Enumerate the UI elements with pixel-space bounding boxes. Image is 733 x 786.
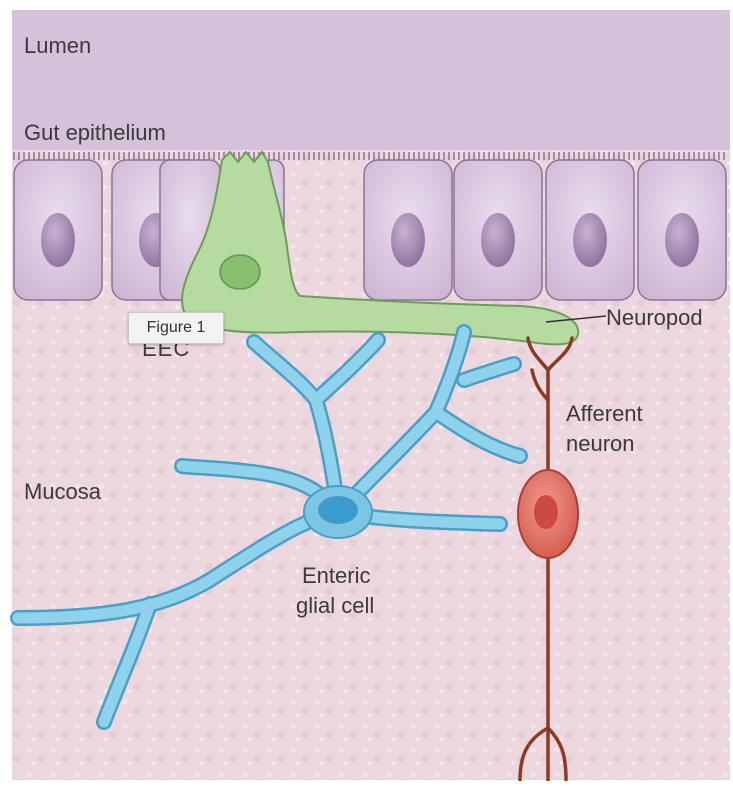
label-enteric-line2: glial cell <box>296 594 374 618</box>
label-enteric-line1: Enteric <box>302 564 370 588</box>
lumen-region <box>12 10 730 170</box>
epithelial-nucleus <box>481 213 515 267</box>
label-mucosa: Mucosa <box>24 480 101 504</box>
epithelial-nucleus <box>41 213 75 267</box>
eec-nucleus <box>220 255 260 289</box>
enteric-glial-nucleus <box>318 496 358 524</box>
epithelial-nucleus <box>573 213 607 267</box>
figure-tag[interactable]: Figure 1 <box>128 312 224 344</box>
label-gut-epithelium: Gut epithelium <box>24 121 166 145</box>
epithelial-cells <box>14 152 726 300</box>
label-neuropod: Neuropod <box>606 306 703 330</box>
epithelial-nucleus <box>665 213 699 267</box>
label-afferent-line1: Afferent <box>566 402 643 426</box>
label-lumen: Lumen <box>24 34 91 58</box>
afferent-neuron-nucleus <box>534 495 558 529</box>
epithelial-nucleus <box>391 213 425 267</box>
label-afferent-line2: neuron <box>566 432 635 456</box>
